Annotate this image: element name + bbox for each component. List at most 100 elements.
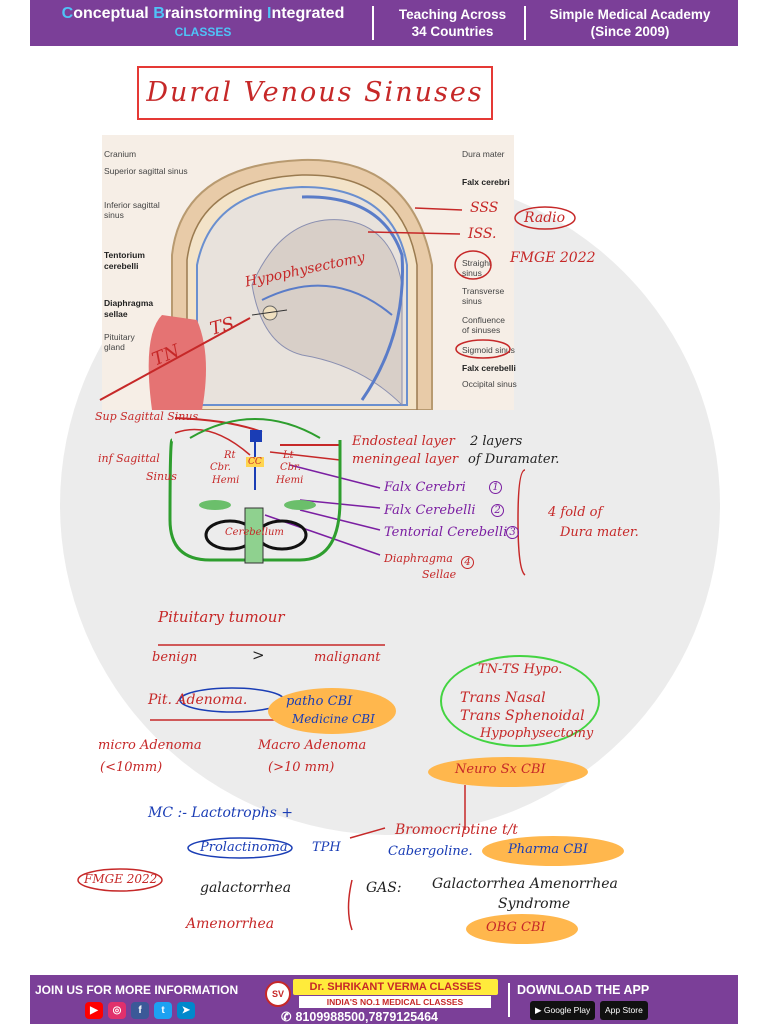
footer-phone-number: 8109988500,7879125464 — [295, 1010, 438, 1024]
note-patho-cbi: patho CBI — [286, 694, 353, 709]
circle-number-2: 2 — [491, 504, 504, 517]
note-greater-than: > — [252, 646, 265, 664]
note-bromocriptine: Bromocriptine t/t — [395, 822, 518, 838]
note-sss: SSS — [470, 200, 499, 216]
footer-phone[interactable]: ✆8109988500,7879125464 — [281, 1009, 438, 1024]
label-straight-sinus: Straight — [462, 258, 492, 268]
label-transverse-sinus: Transverse — [462, 286, 505, 296]
page-title-box: Dural Venous Sinuses — [137, 66, 493, 120]
brand-initial-b: B — [153, 5, 165, 22]
note-falx-cerebri: Falx Cerebri — [384, 480, 466, 495]
note-amenorrhea: Amenorrhea — [186, 916, 275, 932]
brand-word-3: ntegrated — [271, 5, 345, 22]
label-transverse-sinus-2: sinus — [462, 296, 482, 306]
phone-icon: ✆ — [281, 1010, 292, 1024]
note-mc-lactotrophs: MC :- Lactotrophs + — [148, 805, 294, 821]
note-micro-adenoma: micro Adenoma — [98, 738, 202, 753]
note-sinus: Sinus — [146, 470, 177, 483]
highlight-neurosx — [428, 757, 588, 787]
note-endosteal-layer: Endosteal layer — [352, 434, 455, 449]
footer-divider — [508, 983, 510, 1017]
circle-number-3: 3 — [506, 526, 519, 539]
app-store-label: App Store — [605, 1005, 643, 1015]
note-cc: CC — [246, 457, 264, 467]
brand-initial-c: C — [61, 5, 74, 22]
brand-logo-icon: SV — [265, 981, 291, 1007]
note-rt: Rt — [224, 450, 236, 461]
page-title: Dural Venous Sinuses — [146, 77, 484, 108]
note-lt: Lt — [283, 450, 294, 461]
note-neurosx-cbi: Neuro Sx CBI — [455, 762, 546, 777]
header-academy: Simple Medical Academy (Since 2009) — [530, 6, 730, 40]
label-sigmoid-sinus: Sigmoid sinus — [462, 345, 515, 355]
label-dura-mater: Dura mater — [462, 149, 505, 159]
academy-line-2: (Since 2009) — [590, 24, 670, 39]
note-inf-sagittal: inf Sagittal — [98, 452, 160, 465]
youtube-icon[interactable]: ▶ — [85, 1002, 103, 1019]
note-cbr-left: Cbr. — [210, 462, 231, 473]
label-superior-sagittal-sinus: Superior sagittal sinus — [104, 166, 188, 176]
header-bar: Conceptual Brainstorming Integrated CLAS… — [30, 0, 738, 46]
note-cbr-right: Cbr. — [280, 462, 301, 473]
note-macro-size: (>10 mm) — [268, 760, 335, 775]
label-falx-cerebri: Falx cerebri — [462, 177, 510, 187]
highlight-patho-medicine — [268, 688, 396, 734]
label-inferior-sagittal: Inferior sagittal — [104, 200, 160, 210]
instagram-icon[interactable]: ◎ — [108, 1002, 126, 1019]
note-malignant: malignant — [314, 650, 381, 665]
footer-brand-block: SV Dr. SHRIKANT VERMA CLASSES INDIA'S NO… — [265, 977, 500, 1024]
footer-download-text: DOWNLOAD THE APP — [517, 983, 650, 997]
brand-initial-i: I — [267, 5, 272, 22]
circle-number-4: 4 — [461, 556, 474, 569]
note-hypophysectomy-2: Hypophysectomy — [480, 726, 594, 741]
note-cerebellum: Cerebellum — [225, 527, 284, 538]
note-gas: GAS: — [366, 880, 402, 896]
note-pit-adenoma: Pit. Adenoma. — [148, 692, 248, 708]
social-links: ▶ ◎ f t ➤ — [85, 1002, 195, 1019]
twitter-icon[interactable]: t — [154, 1002, 172, 1019]
label-occipital-sinus: Occipital sinus — [462, 379, 517, 389]
label-tentorium-2: cerebelli — [104, 261, 139, 271]
telegram-icon[interactable]: ➤ — [177, 1002, 195, 1019]
note-four-fold: 4 fold of — [548, 505, 603, 520]
note-hemi-right: Hemi — [276, 475, 304, 486]
academy-line-1: Simple Medical Academy — [549, 7, 711, 22]
note-sup-sagittal-sinus: Sup Sagittal Sinus. — [95, 410, 202, 423]
note-tnts-hypo: TN-TS Hypo. — [478, 662, 563, 677]
note-diaphragma: Diaphragma — [384, 552, 453, 565]
note-cabergoline: Cabergoline. — [388, 844, 473, 859]
facebook-icon[interactable]: f — [131, 1002, 149, 1019]
highlight-pharma — [482, 836, 624, 866]
note-tentorial-cerebelli: Tentorial Cerebelli — [384, 525, 508, 540]
note-sellae: Sellae — [422, 568, 457, 581]
footer-join-text: JOIN US FOR MORE INFORMATION — [35, 983, 239, 997]
label-diaphragma-2: sellae — [104, 309, 128, 319]
header-divider — [372, 6, 374, 40]
label-cranium: Cranium — [104, 149, 137, 159]
label-confluence-2: of sinuses — [462, 325, 501, 335]
label-tentorium: Tentorium — [104, 250, 145, 260]
app-store-button[interactable]: App Store — [600, 1001, 648, 1020]
note-hemi-left: Hemi — [212, 475, 240, 486]
highlight-obg — [466, 914, 578, 944]
label-falx-cerebelli: Falx cerebelli — [462, 363, 516, 373]
google-play-button[interactable]: ▶ Google Play — [530, 1001, 596, 1020]
brand-word-1: onceptual — [73, 5, 154, 22]
note-benign: benign — [152, 650, 198, 665]
brand-title: Conceptual Brainstorming Integrated — [38, 5, 368, 23]
note-micro-size: (<10mm) — [100, 760, 163, 775]
note-fmge-2022: FMGE 2022 — [510, 250, 596, 266]
note-pituitary-tumour: Pituitary tumour — [158, 608, 285, 626]
label-inferior-sagittal-2: sinus — [104, 210, 124, 220]
note-radio: Radio — [524, 210, 566, 226]
footer-tagline: INDIA'S NO.1 MEDICAL CLASSES — [299, 996, 491, 1008]
google-play-label: Google Play — [543, 1005, 591, 1015]
note-meningeal-layer: meningeal layer — [352, 452, 459, 467]
note-fmge-2022-b: FMGE 2022 — [84, 872, 158, 886]
note-dura-mater: Dura mater. — [560, 525, 639, 540]
circle-number-1: 1 — [489, 481, 502, 494]
brand-block: Conceptual Brainstorming Integrated CLAS… — [38, 5, 368, 39]
note-trans-sphenoidal: Trans Sphenoidal — [460, 708, 585, 724]
note-gas-full: Galactorrhea Amenorrhea — [432, 876, 618, 892]
label-pituitary-2: gland — [104, 342, 125, 352]
